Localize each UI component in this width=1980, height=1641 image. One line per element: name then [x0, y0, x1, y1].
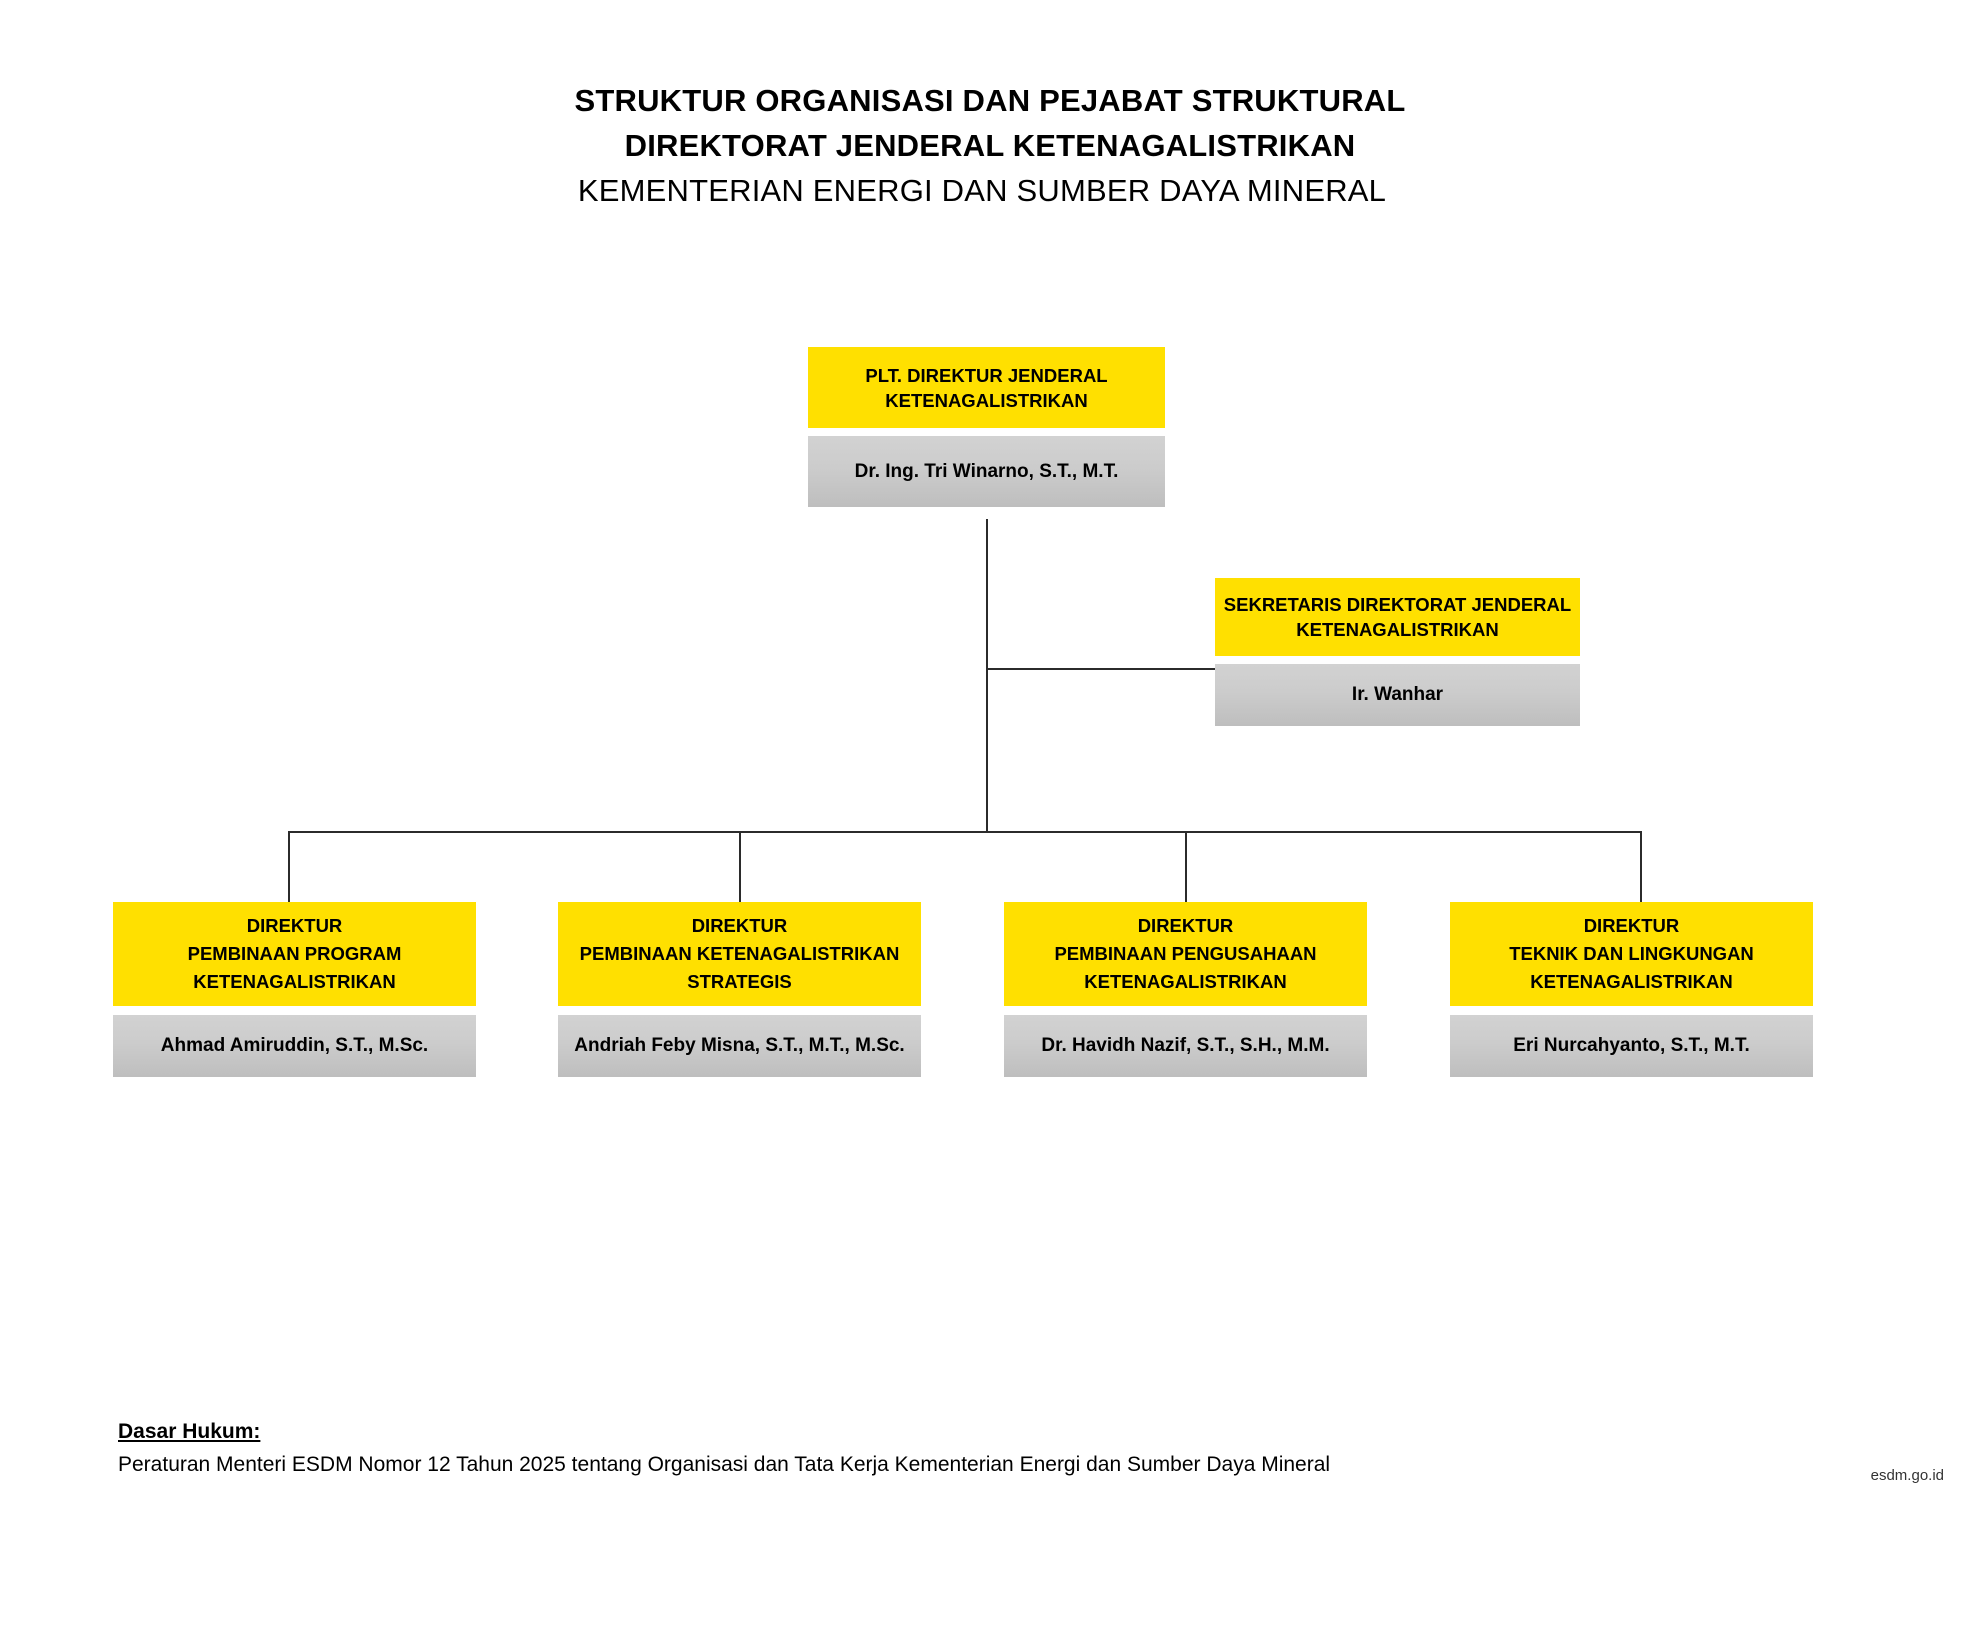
connector-drop-director-4 — [1640, 831, 1642, 902]
connector-drop-director-3 — [1185, 831, 1187, 902]
node-direktur-teknik-dan-lingkungan[interactable]: DIREKTUR TEKNIK DAN LINGKUNGAN KETENAGAL… — [1450, 902, 1813, 1077]
title-line-2: DIREKTORAT JENDERAL KETENAGALISTRIKAN — [624, 128, 1356, 163]
node-direktur-1-position: DIREKTUR PEMBINAAN PROGRAM KETENAGALISTR… — [113, 902, 476, 1006]
position-line-2: KETENAGALISTRIKAN — [1296, 619, 1499, 640]
position-line-2: PEMBINAAN PROGRAM — [187, 943, 402, 964]
position-line-1: DIREKTUR — [1583, 915, 1680, 936]
connector-trunk-vertical — [986, 519, 988, 832]
node-direktur-2-position: DIREKTUR PEMBINAAN KETENAGALISTRIKAN STR… — [558, 902, 921, 1006]
node-sekretaris-name: Ir. Wanhar — [1215, 664, 1580, 726]
node-sekretaris-position: SEKRETARIS DIREKTORAT JENDERAL KETENAGAL… — [1215, 578, 1580, 656]
connector-drop-director-2 — [739, 831, 741, 902]
position-line-1: DIREKTUR — [246, 915, 343, 936]
position-line-2: PEMBINAAN KETENAGALISTRIKAN — [579, 943, 900, 964]
site-url-label: esdm.go.id — [1870, 1467, 1944, 1484]
title-line-1: STRUKTUR ORGANISASI DAN PEJABAT STRUKTUR… — [574, 83, 1406, 118]
title-line-3: KEMENTERIAN ENERGI DAN SUMBER DAYA MINER… — [577, 173, 1387, 208]
node-sekretaris-direktorat-jenderal[interactable]: SEKRETARIS DIREKTORAT JENDERAL KETENAGAL… — [1215, 578, 1580, 726]
legal-basis-heading: Dasar Hukum: — [118, 1420, 261, 1443]
footer-legal-basis: Dasar Hukum: Peraturan Menteri ESDM Nomo… — [118, 1417, 1718, 1481]
node-direktur-3-name: Dr. Havidh Nazif, S.T., S.H., M.M. — [1004, 1015, 1367, 1077]
page-title: STRUKTUR ORGANISASI DAN PEJABAT STRUKTUR… — [0, 78, 1980, 213]
position-line-2: KETENAGALISTRIKAN — [885, 389, 1088, 411]
node-direktur-pembinaan-ketenagalistrikan-strategis[interactable]: DIREKTUR PEMBINAAN KETENAGALISTRIKAN STR… — [558, 902, 921, 1077]
position-line-2: TEKNIK DAN LINGKUNGAN — [1509, 943, 1754, 964]
connector-branch-sekretaris — [986, 668, 1217, 670]
node-direktur-pembinaan-pengusahaan[interactable]: DIREKTUR PEMBINAAN PENGUSAHAAN KETENAGAL… — [1004, 902, 1367, 1077]
node-direktur-1-name: Ahmad Amiruddin, S.T., M.Sc. — [113, 1015, 476, 1077]
position-line-1: SEKRETARIS DIREKTORAT JENDERAL — [1223, 594, 1572, 615]
node-direktur-jenderal[interactable]: PLT. DIREKTUR JENDERAL KETENAGALISTRIKAN… — [808, 347, 1165, 507]
node-direktur-4-name: Eri Nurcahyanto, S.T., M.T. — [1450, 1015, 1813, 1077]
node-direktur-3-position: DIREKTUR PEMBINAAN PENGUSAHAAN KETENAGAL… — [1004, 902, 1367, 1006]
node-direktur-jenderal-name: Dr. Ing. Tri Winarno, S.T., M.T. — [808, 436, 1165, 507]
position-line-1: DIREKTUR — [691, 915, 788, 936]
node-direktur-4-position: DIREKTUR TEKNIK DAN LINGKUNGAN KETENAGAL… — [1450, 902, 1813, 1006]
position-line-3: KETENAGALISTRIKAN — [1084, 971, 1287, 992]
position-line-3: STRATEGIS — [687, 971, 792, 992]
position-line-3: KETENAGALISTRIKAN — [1530, 971, 1733, 992]
node-direktur-jenderal-position: PLT. DIREKTUR JENDERAL KETENAGALISTRIKAN — [808, 347, 1165, 428]
connector-drop-director-1 — [288, 831, 290, 902]
node-direktur-pembinaan-program[interactable]: DIREKTUR PEMBINAAN PROGRAM KETENAGALISTR… — [113, 902, 476, 1077]
node-direktur-2-name: Andriah Feby Misna, S.T., M.T., M.Sc. — [558, 1015, 921, 1077]
position-line-2: PEMBINAAN PENGUSAHAAN — [1054, 943, 1317, 964]
position-line-3: KETENAGALISTRIKAN — [193, 971, 396, 992]
position-line-1: PLT. DIREKTUR JENDERAL — [865, 364, 1108, 386]
legal-basis-text: Peraturan Menteri ESDM Nomor 12 Tahun 20… — [118, 1453, 1331, 1476]
position-line-1: DIREKTUR — [1137, 915, 1234, 936]
connector-directors-bus — [288, 831, 1642, 833]
